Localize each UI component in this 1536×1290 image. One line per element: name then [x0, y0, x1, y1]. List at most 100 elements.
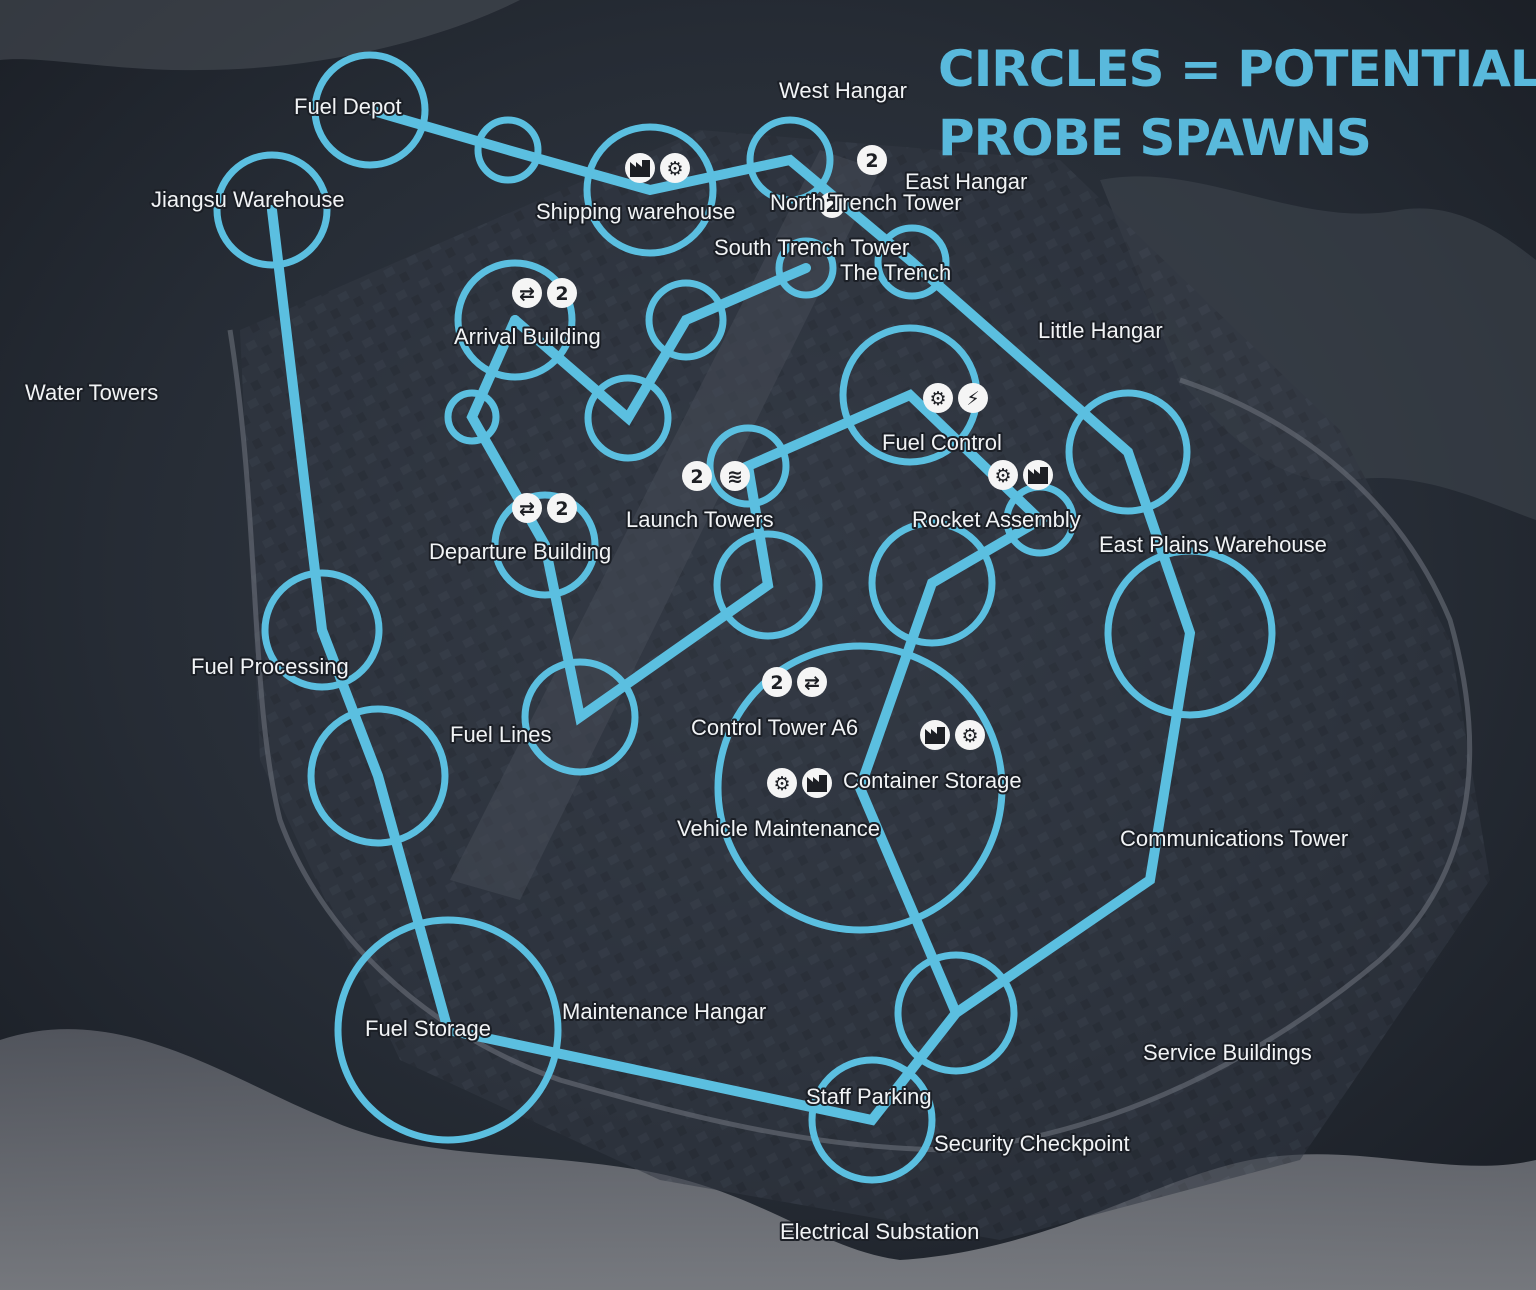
- label-departure-building[interactable]: Departure Building: [427, 537, 613, 566]
- factory-icon[interactable]: [920, 720, 950, 750]
- label-rocket-assembly[interactable]: Rocket Assembly: [910, 505, 1083, 534]
- label-west-hangar[interactable]: West Hangar: [777, 76, 909, 105]
- perimeter-road: [227, 329, 1473, 1153]
- spawn-circle[interactable]: [491, 491, 599, 599]
- tier-2-icon[interactable]: 2: [819, 192, 845, 218]
- factory-icon[interactable]: [1023, 460, 1053, 490]
- spawn-circle[interactable]: [874, 224, 950, 300]
- spawn-circle[interactable]: [213, 151, 331, 269]
- tier-2-icon[interactable]: 2: [547, 493, 577, 523]
- factory-icon[interactable]: [625, 153, 655, 183]
- spawn-circle[interactable]: [645, 279, 727, 361]
- label-fuel-depot[interactable]: Fuel Depot: [292, 92, 404, 121]
- spawn-circle[interactable]: [868, 519, 996, 647]
- svg-text:2: 2: [770, 672, 783, 694]
- spawn-circle[interactable]: [334, 916, 562, 1144]
- label-jiangsu-warehouse[interactable]: Jiangsu Warehouse: [149, 185, 347, 214]
- spawn-circle[interactable]: [454, 259, 576, 381]
- swap-arrows-icon[interactable]: ⇄: [512, 493, 542, 523]
- svg-text:⚙: ⚙: [961, 725, 978, 747]
- poi-icons: ⚙ 2 2 ⇄ 2 ⚙ ⚡ 2 ≋ ⚙ ⇄ 2 2 ⇄ ⚙ ⚙: [512, 145, 1053, 798]
- label-fuel-lines[interactable]: Fuel Lines: [448, 720, 554, 749]
- label-control-tower-a6[interactable]: Control Tower A6: [689, 713, 860, 742]
- spawn-circle[interactable]: [474, 116, 542, 184]
- bolt-icon[interactable]: ⚡: [958, 383, 988, 413]
- spawn-circle[interactable]: [808, 1056, 936, 1184]
- factory-icon[interactable]: [802, 768, 832, 798]
- spawn-circle[interactable]: [714, 642, 1006, 934]
- gear-icon[interactable]: ⚙: [923, 383, 953, 413]
- gear-icon[interactable]: ⚙: [660, 153, 690, 183]
- tier-2-icon[interactable]: 2: [857, 145, 887, 175]
- label-launch-towers[interactable]: Launch Towers: [624, 505, 776, 534]
- stack-icon[interactable]: ≋: [720, 461, 750, 491]
- label-the-trench[interactable]: The Trench: [838, 258, 953, 287]
- swap-arrows-icon[interactable]: ⇄: [512, 278, 542, 308]
- label-north-trench-tower[interactable]: North Trench Tower: [768, 188, 964, 217]
- tier-2-icon[interactable]: 2: [547, 278, 577, 308]
- label-east-plains-warehouse[interactable]: East Plains Warehouse: [1097, 530, 1329, 559]
- label-electrical-substation[interactable]: Electrical Substation: [778, 1217, 981, 1246]
- svg-text:≋: ≋: [727, 466, 743, 488]
- label-fuel-processing[interactable]: Fuel Processing: [189, 652, 351, 681]
- route-link: [267, 105, 1196, 1126]
- spawn-circle[interactable]: [444, 389, 500, 445]
- svg-text:2: 2: [555, 498, 568, 520]
- route-link: [510, 263, 811, 426]
- tier-2-icon[interactable]: 2: [682, 461, 712, 491]
- svg-text:⚙: ⚙: [994, 465, 1011, 487]
- label-shipping-warehouse[interactable]: Shipping warehouse: [534, 197, 737, 226]
- label-staff-parking[interactable]: Staff Parking: [804, 1082, 934, 1111]
- svg-text:⚙: ⚙: [666, 158, 683, 180]
- swap-arrows-icon[interactable]: ⇄: [797, 667, 827, 697]
- spawn-circle[interactable]: [584, 374, 672, 462]
- location-labels: Fuel Depot West Hangar Jiangsu Warehouse…: [23, 76, 1350, 1246]
- spawn-circle[interactable]: [894, 951, 1018, 1075]
- spawn-circle[interactable]: [521, 658, 639, 776]
- label-security-checkpoint[interactable]: Security Checkpoint: [932, 1129, 1132, 1158]
- svg-text:⇄: ⇄: [519, 283, 535, 305]
- label-little-hangar[interactable]: Little Hangar: [1036, 316, 1165, 345]
- terrain-ridge-northwest: [0, 0, 520, 71]
- label-service-buildings[interactable]: Service Buildings: [1141, 1038, 1314, 1067]
- base-compound: [240, 130, 1490, 1240]
- label-communications-tower[interactable]: Communications Tower: [1118, 824, 1350, 853]
- spawn-circle[interactable]: [583, 123, 717, 257]
- gear-icon[interactable]: ⚙: [988, 460, 1018, 490]
- svg-text:2: 2: [690, 466, 703, 488]
- terrain-desert-south: [0, 1029, 1536, 1290]
- label-fuel-control[interactable]: Fuel Control: [880, 428, 1004, 457]
- svg-text:2: 2: [865, 150, 878, 172]
- svg-text:⇄: ⇄: [804, 672, 820, 694]
- gear-icon[interactable]: ⚙: [767, 768, 797, 798]
- svg-text:⚙: ⚙: [929, 388, 946, 410]
- spawn-circle[interactable]: [775, 237, 837, 299]
- spawn-circle[interactable]: [261, 569, 383, 691]
- spawn-circle[interactable]: [311, 51, 429, 169]
- probe-spawn-circles: [213, 51, 1276, 1184]
- svg-text:⚡: ⚡: [966, 388, 979, 410]
- base-runway: [450, 150, 880, 900]
- spawn-circle[interactable]: [1104, 547, 1276, 719]
- label-maintenance-hangar[interactable]: Maintenance Hangar: [560, 997, 768, 1026]
- terrain-cliffs-east: [1100, 176, 1536, 521]
- svg-text:⚙: ⚙: [773, 773, 790, 795]
- tier-2-icon[interactable]: 2: [762, 667, 792, 697]
- spawn-circle[interactable]: [307, 705, 449, 847]
- label-water-towers[interactable]: Water Towers: [23, 378, 160, 407]
- spawn-circle[interactable]: [1065, 389, 1191, 515]
- label-arrival-building[interactable]: Arrival Building: [452, 322, 603, 351]
- spawn-circle[interactable]: [713, 530, 823, 640]
- gear-icon[interactable]: ⚙: [955, 720, 985, 750]
- headline-line-2: PROBE SPAWNS: [938, 109, 1371, 167]
- label-container-storage[interactable]: Container Storage: [841, 766, 1024, 795]
- label-east-hangar[interactable]: East Hangar: [903, 167, 1029, 196]
- headline-line-1: CIRCLES = POTENTIAL: [938, 40, 1536, 98]
- spawn-circle[interactable]: [746, 116, 834, 204]
- label-fuel-storage[interactable]: Fuel Storage: [363, 1014, 493, 1043]
- label-south-trench-tower[interactable]: South Trench Tower: [712, 233, 911, 262]
- svg-text:2: 2: [555, 283, 568, 305]
- spawn-circle[interactable]: [706, 424, 790, 508]
- label-vehicle-maintenance[interactable]: Vehicle Maintenance: [675, 814, 882, 843]
